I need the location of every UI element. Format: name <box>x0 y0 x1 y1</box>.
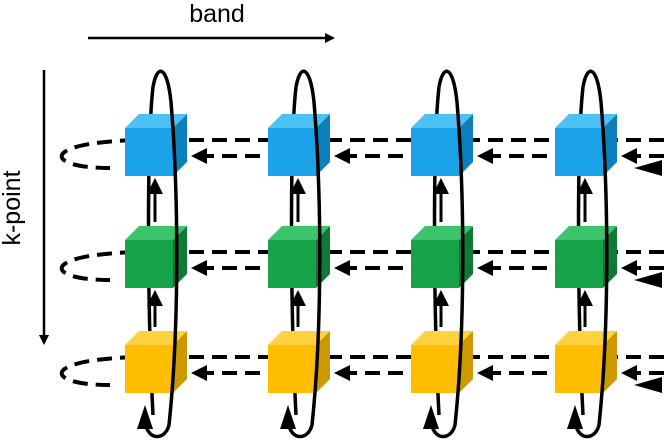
wraparound-arrow-row-2 <box>634 272 662 288</box>
vertical-loop-front-col-2 <box>286 69 322 439</box>
loop-arrowhead-col-3 <box>423 405 439 429</box>
cube-r3-c1 <box>125 331 187 393</box>
kpoint-axis-label: k-point <box>0 170 26 245</box>
cube-top-face <box>411 331 473 345</box>
wraparound-arrow-row-1 <box>634 160 662 176</box>
cube-front-face <box>268 345 316 393</box>
cube-top-face <box>125 331 187 345</box>
vertical-loop-front-col-4 <box>573 69 609 439</box>
cube-top-face <box>555 226 617 240</box>
cube-front-face <box>411 128 459 176</box>
cube-front-face <box>268 128 316 176</box>
cube-top-face <box>268 226 330 240</box>
loop-arrowhead-col-2 <box>280 405 296 429</box>
wraparound-arrow-row-3 <box>634 377 662 393</box>
cube-r1-c4 <box>555 114 617 176</box>
cube-r3-c4 <box>555 331 617 393</box>
cube-top-face <box>555 331 617 345</box>
cube-side-face <box>459 114 473 176</box>
cube-side-face <box>173 114 187 176</box>
cube-front-face <box>125 240 173 288</box>
cube-r1-c3 <box>411 114 473 176</box>
cube-front-face <box>125 345 173 393</box>
vertical-loop-front-col-3 <box>429 69 465 439</box>
loop-arrowhead-col-1 <box>137 405 153 429</box>
cube-top-face <box>268 331 330 345</box>
cube-side-face <box>603 114 617 176</box>
cube-r3-c3 <box>411 331 473 393</box>
cube-front-face <box>411 345 459 393</box>
cube-r1-c2 <box>268 114 330 176</box>
cube-front-face <box>268 240 316 288</box>
cube-r1-c1 <box>125 114 187 176</box>
cube-top-face <box>125 226 187 240</box>
cube-side-face <box>316 114 330 176</box>
cube-top-face <box>411 226 473 240</box>
cube-front-face <box>555 240 603 288</box>
connection-arrows <box>147 148 664 381</box>
cube-grid <box>125 114 617 393</box>
cube-front-face <box>125 128 173 176</box>
cube-r3-c2 <box>268 331 330 393</box>
cube-r2-c4 <box>555 226 617 288</box>
cube-front-face <box>555 128 603 176</box>
vertical-loops-front <box>137 69 609 439</box>
band-axis-label: band <box>189 0 245 28</box>
cube-front-face <box>411 240 459 288</box>
cube-front-face <box>555 345 603 393</box>
loop-arrowhead-col-4 <box>567 405 583 429</box>
vertical-loop-front-col-1 <box>143 69 179 439</box>
